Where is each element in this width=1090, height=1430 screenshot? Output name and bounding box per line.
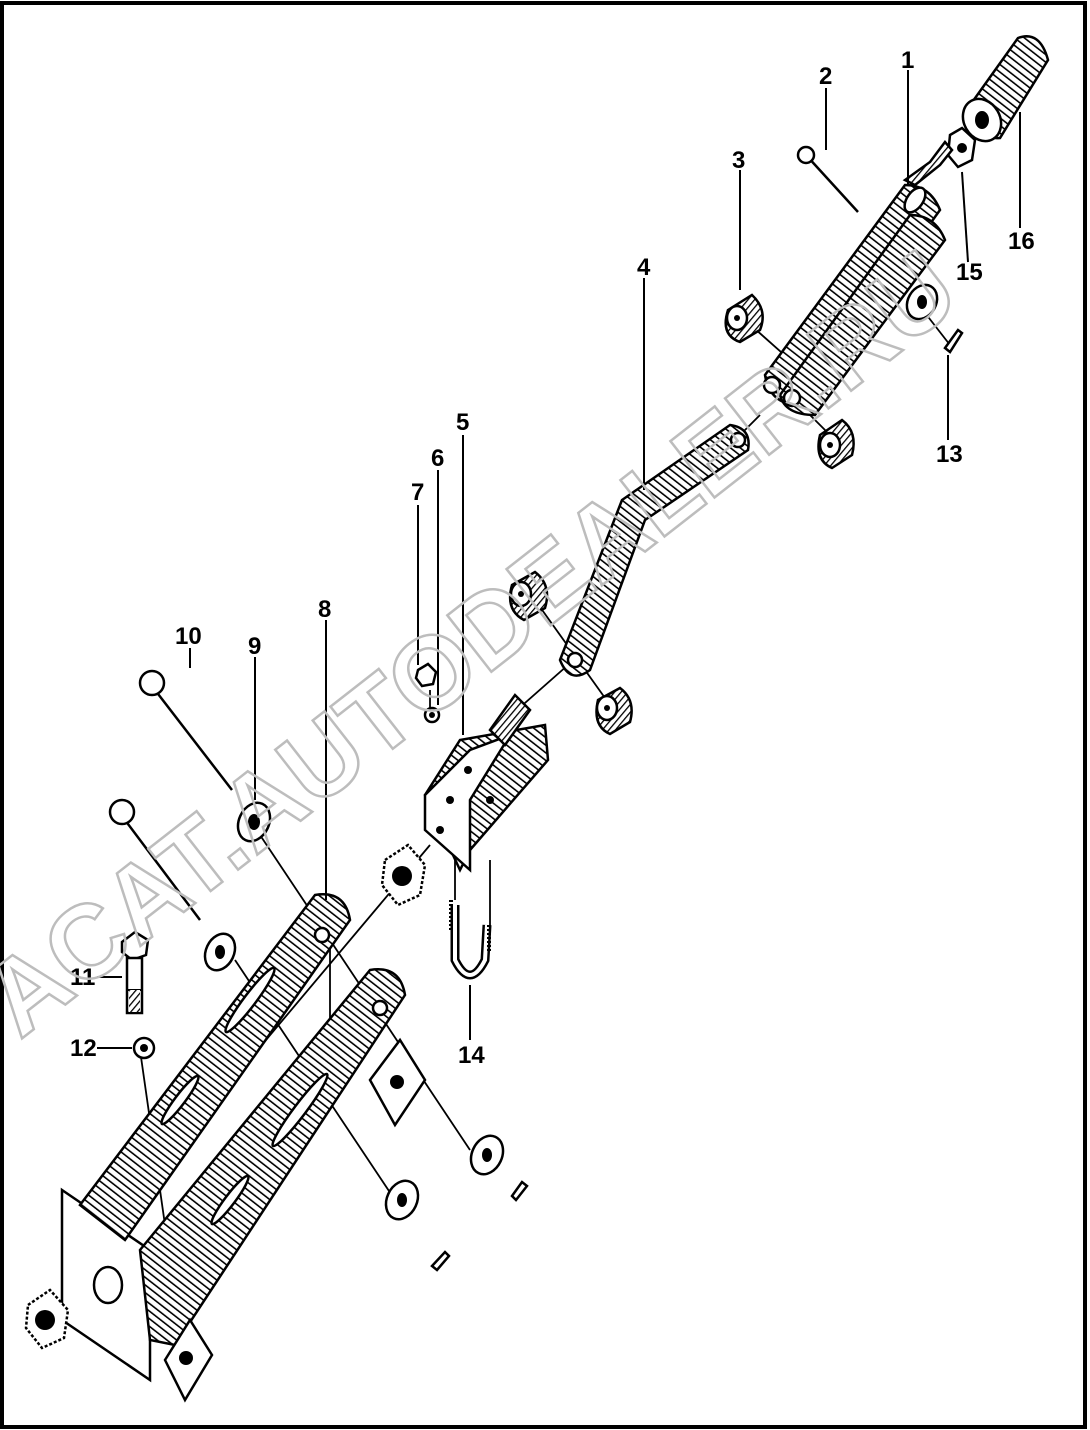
- dotted-nut-lower: [24, 1288, 70, 1350]
- rail-assembly-part-8: [60, 893, 427, 1403]
- washer-cotter-part-13: [905, 283, 964, 354]
- callout-6: 6: [431, 445, 444, 472]
- callout-13: 13: [936, 441, 963, 468]
- link-arm-part-4: [558, 423, 750, 677]
- callout-leaders: [97, 70, 1021, 1049]
- knob-part-16: [961, 35, 1050, 143]
- callout-8: 8: [318, 596, 331, 623]
- nut-washer-part-6-7: [414, 662, 441, 724]
- bushing-part-3: [724, 293, 855, 470]
- bushing-pair-link: [508, 570, 633, 736]
- callout-14: 14: [458, 1042, 485, 1069]
- callout-7: 7: [411, 479, 424, 506]
- callout-1: 1: [901, 47, 914, 74]
- callout-5: 5: [456, 409, 469, 436]
- dotted-nut: [380, 843, 427, 907]
- u-bolt-part-14: [449, 900, 492, 980]
- callout-16: 16: [1008, 228, 1035, 255]
- callout-10: 10: [175, 623, 202, 650]
- pin-part-2: [796, 145, 859, 213]
- washers-cotter-pins-lower: [384, 1134, 529, 1272]
- mounting-block-part-5: [423, 693, 550, 873]
- lever-handle-part-1: [762, 140, 954, 417]
- washer-part-12: [132, 1036, 156, 1060]
- callout-labels: 1 2 3 4 5 6 7 8 9 10 11 12 13 14 15 16: [70, 47, 1035, 1069]
- long-pin-lower: [108, 798, 201, 921]
- callout-4: 4: [637, 254, 651, 281]
- washer-part-9: [203, 801, 272, 972]
- callout-15: 15: [956, 259, 983, 286]
- bolt-part-11: [120, 930, 150, 1015]
- callout-2: 2: [819, 63, 832, 90]
- callout-9: 9: [248, 633, 261, 660]
- callout-3: 3: [732, 147, 745, 174]
- callout-12: 12: [70, 1035, 97, 1062]
- long-pin-part-10: [138, 669, 233, 791]
- callout-11: 11: [70, 964, 95, 991]
- nut-part-15: [946, 126, 977, 169]
